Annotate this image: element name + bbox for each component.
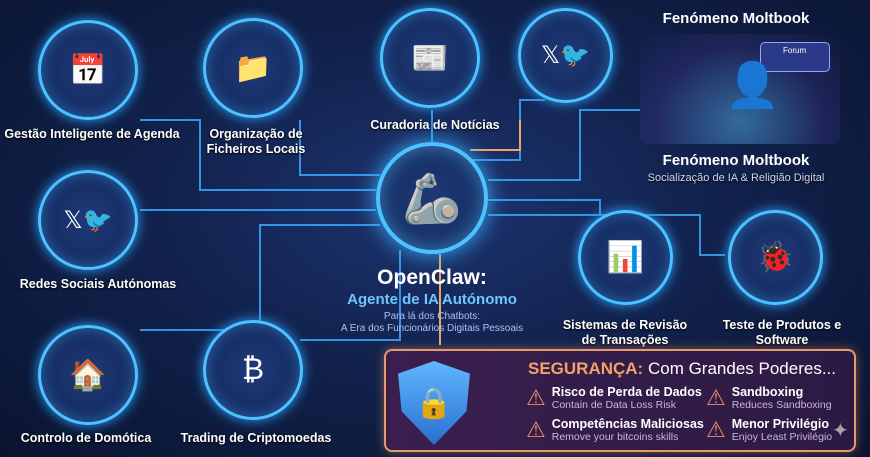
crypto-label: Trading de Criptomoedas [180,431,332,445]
security-keyword: SEGURANÇA: [528,359,644,378]
center-tagline-1: Para lá dos Chatbots: [383,311,481,322]
transactions-node[interactable]: 📊 [578,210,673,305]
warning-icon: ⚠ [706,385,726,410]
security-panel: 🔒 SEGURANÇA: Com Grandes Poderes... ⚠ Ris… [384,349,856,452]
moltbook-illustration: Forum 👤 [640,34,840,144]
connector-home [140,224,380,331]
security-item-sub: Remove your bitcoins skills [551,431,679,443]
social-node[interactable]: 𝕏🐦 [38,170,138,270]
smart-home-icon: 🏠 [69,358,107,392]
shield-lock-icon: 🔒 [398,361,470,445]
security-heading: SEGURANÇA: Com Grandes Poderes... [528,359,836,379]
moltbook-title-bottom: Fenómeno Moltbook [662,152,810,169]
connector-files [299,120,380,176]
security-item-title: Competências Maliciosas [551,417,704,431]
testing-node[interactable]: 🐞 [728,210,823,305]
center-claw-node[interactable]: 🦾 [376,142,488,254]
home-label: Controlo de Domótica [20,431,152,445]
moltbook-subtitle: Socialização de IA & Religião Digital [647,172,825,184]
bug-icon: 🐞 [756,241,795,274]
security-item-sub: Reduces Sandboxing [731,399,832,411]
agenda-label: Gestão Inteligente de Agenda [4,127,180,141]
center-subtitle: Agente de IA Autónomo [347,291,517,308]
x-twitter-icon: 𝕏🐦 [540,42,591,69]
agenda-node[interactable]: 📅 [38,20,138,120]
security-heading-text: Com Grandes Poderes... [647,359,836,378]
connector-transactions [488,199,601,215]
forum-bubble: Forum [760,42,830,72]
security-item-sub: Enjoy Least Privilégio [731,431,833,443]
warning-icon: ⚠ [706,417,726,442]
bitcoin-icon: ₿ [241,353,265,386]
files-label: Organização de Ficheiros Locais [206,127,306,156]
warning-icon: ⚠ [526,417,546,442]
moltbook-title: Fenómeno Moltbook [662,10,810,27]
sparkle-icon: ✦ [832,420,849,442]
connector-testing [488,214,725,256]
warning-icon: ⚠ [526,385,546,410]
center-title: OpenClaw: [377,266,487,289]
connector-agenda [140,119,376,191]
security-item-title: Sandboxing [731,385,804,399]
rss-news-icon: 📰 [411,41,449,75]
social-label: Redes Sociais Autónomas [19,277,177,291]
robot-claw-icon: 🦾 [402,172,462,226]
crypto-node[interactable]: ₿ [203,320,303,420]
news-label: Curadoria de Notícias [370,118,500,132]
news-node[interactable]: 📰 [380,8,480,108]
calendar-icon: 📅 [69,53,107,87]
security-item-title: Menor Privilégio [731,417,829,431]
x-twitter-icon: 𝕏🐦 [63,206,113,234]
connector-moltbook [488,109,640,181]
ai-figure-icon: 👤 [725,61,780,110]
files-node[interactable]: 📁 [203,18,303,118]
connector-crypto [300,250,401,341]
social-top-node[interactable]: 𝕏🐦 [518,8,613,103]
security-item-title: Risco de Perda de Dados [551,385,702,399]
center-tagline-2: A Era dos Funcionários Digitais Pessoais [340,323,524,334]
testing-label: Teste de Produtos e Software [722,318,842,347]
folder-icon: 📁 [234,51,272,85]
home-node[interactable]: 🏠 [38,325,138,425]
spreadsheet-search-icon: 📊 [606,241,645,274]
transactions-label: Sistemas de Revisão de Transações [562,318,688,347]
security-item-sub: Contain de Data Loss Risk [551,399,677,411]
